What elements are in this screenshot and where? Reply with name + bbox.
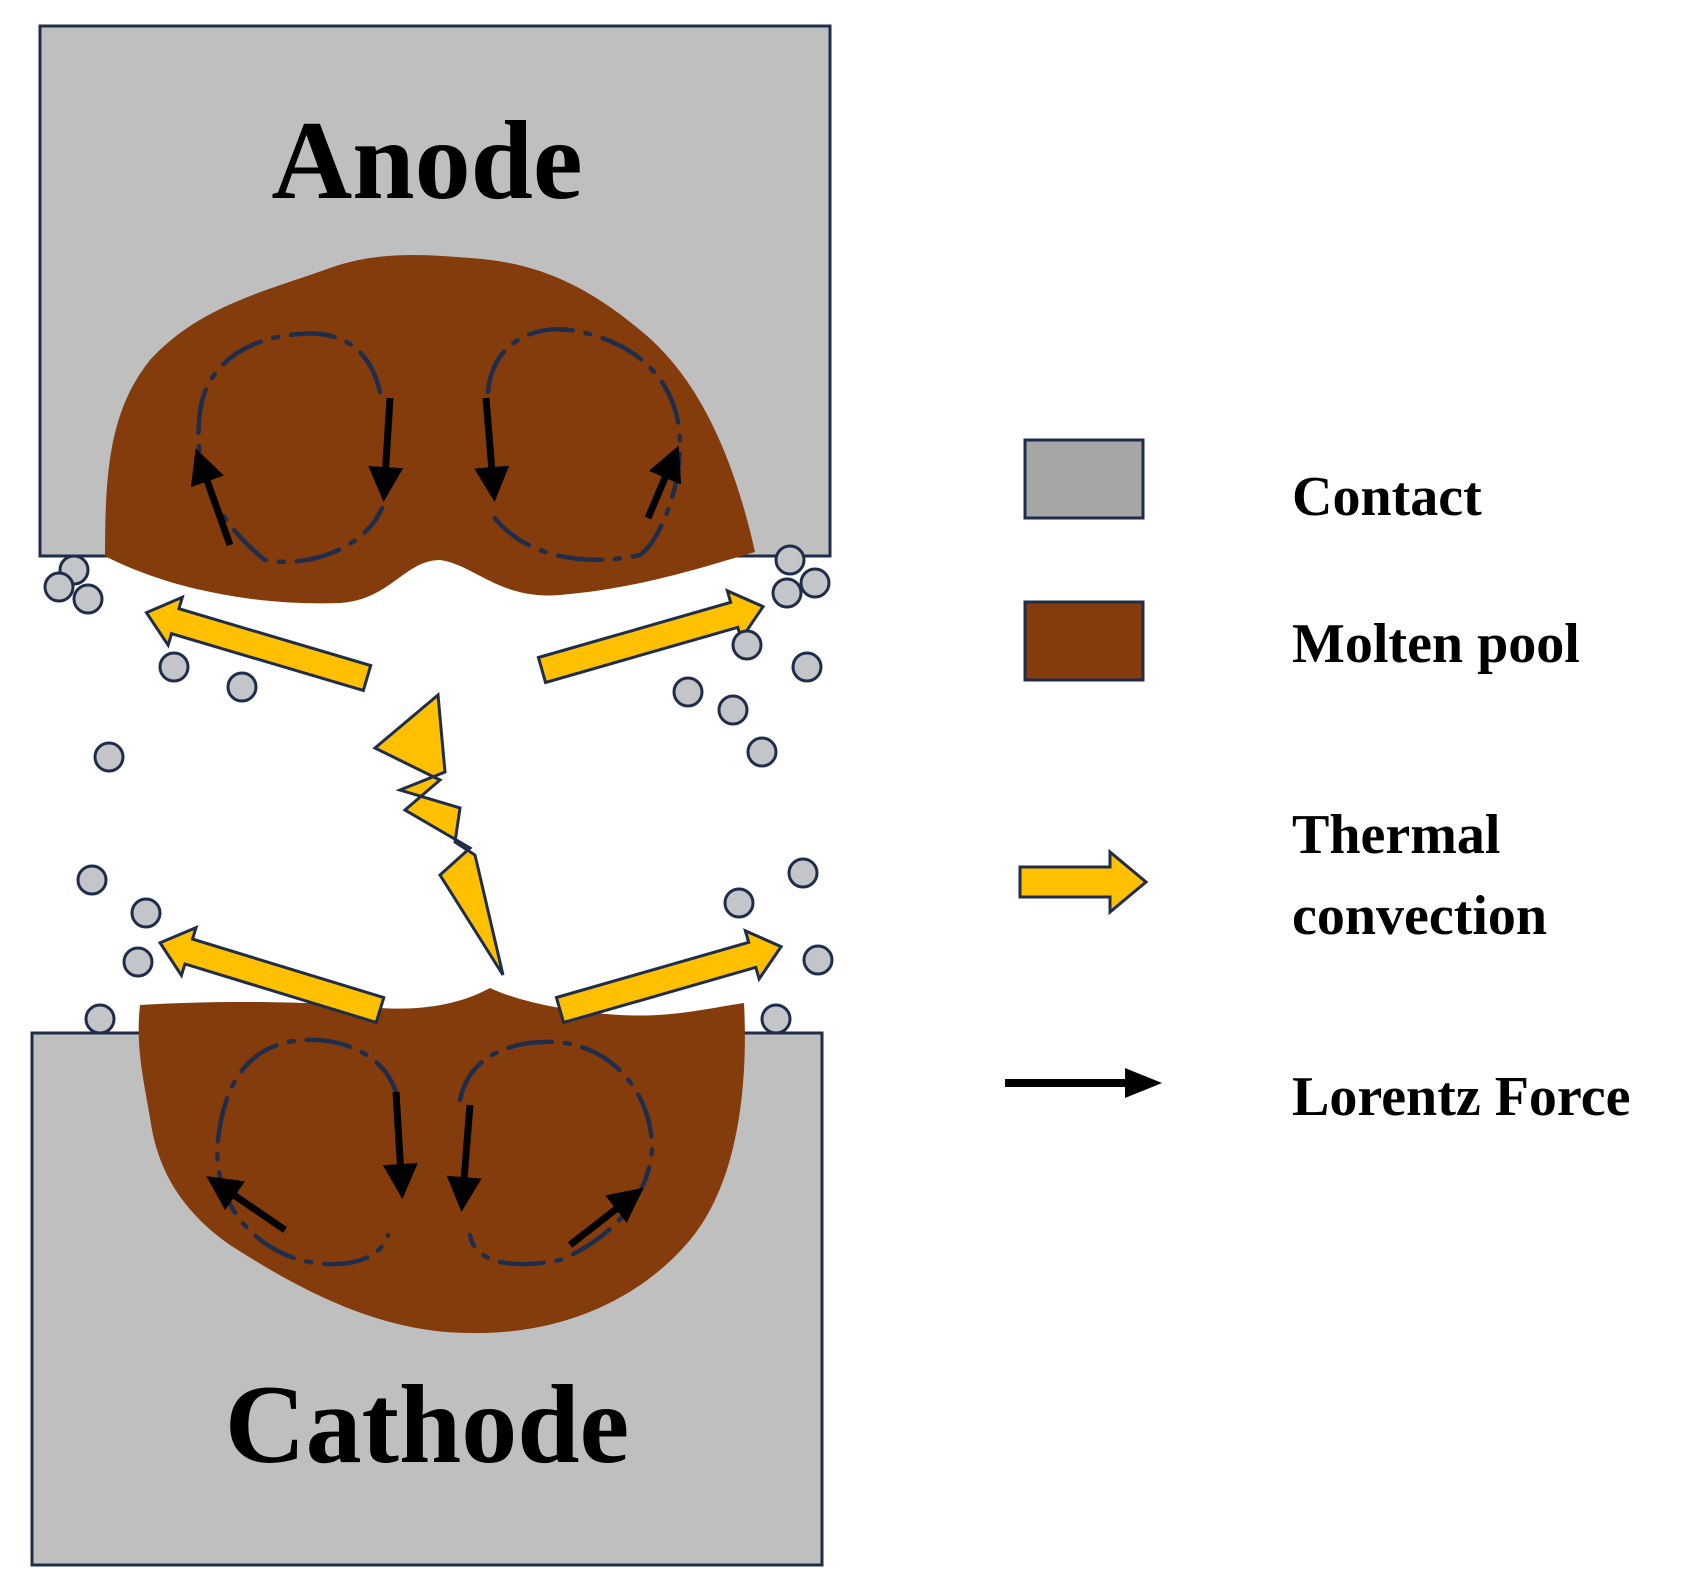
legend-molten-pool: Molten pool (1023, 600, 1580, 682)
legend-lorentz-arrowhead (1125, 1068, 1162, 1098)
cathode-lorentz-arrow-3 (206, 1176, 287, 1233)
particle (746, 736, 778, 768)
anode-molten-pool (105, 255, 755, 604)
particle (802, 944, 834, 976)
legend-thermal-label-line1: Thermal (1292, 804, 1500, 866)
anode-loop-left (196, 331, 385, 564)
anode-lorentz-arrow-4 (644, 445, 682, 520)
cathode-loop-left (215, 1037, 401, 1267)
cathode-lorentz-arrow-1 (382, 1091, 418, 1199)
particle (731, 629, 763, 661)
anode-label: Anode (271, 99, 582, 223)
legend-thermal-label-line2: convection (1292, 885, 1547, 947)
particle (672, 676, 704, 708)
thermal-arrow-lower-left (157, 924, 386, 1025)
legend-contact-label: Contact (1292, 466, 1482, 528)
particle (76, 864, 108, 896)
particle (130, 897, 162, 929)
legend: Contact Molten pool Thermal convection L… (1005, 438, 1630, 1128)
cathode-label: Cathode (225, 1363, 629, 1487)
legend-molten-pool-swatch (1023, 600, 1145, 682)
legend-thermal-convection: Thermal convection (1018, 804, 1547, 947)
particle (43, 571, 75, 603)
cathode-molten-pool (138, 988, 745, 1334)
particle (760, 1003, 792, 1035)
thermal-arrow-upper-right (536, 588, 766, 685)
anode-lorentz-arrows (190, 397, 682, 547)
particle (723, 887, 755, 919)
particle (717, 694, 749, 726)
cathode-lorentz-arrows (206, 1091, 644, 1248)
thermal-arrow-upper-left (144, 594, 373, 693)
legend-lorentz-force: Lorentz Force (1005, 1066, 1630, 1128)
legend-contact-swatch (1023, 438, 1145, 520)
particle (771, 577, 803, 609)
thermal-arrow-lower-right (554, 928, 784, 1025)
particle (93, 741, 125, 773)
anode-lorentz-arrow-1 (368, 397, 404, 502)
anode-lorentz-arrow-3 (190, 448, 234, 547)
particle (791, 651, 823, 683)
anode-lorentz-arrow-2 (474, 397, 510, 502)
arc-lightning-bolt (372, 692, 505, 976)
particle (72, 583, 104, 615)
particle (122, 946, 154, 978)
metal-particles (43, 544, 834, 1035)
thermal-convection-arrows (144, 588, 784, 1025)
legend-thermal-arrow (1018, 848, 1149, 916)
legend-lorentz-label: Lorentz Force (1292, 1066, 1630, 1128)
particle (84, 1003, 116, 1035)
particle (158, 651, 190, 683)
cathode-loop-right (457, 1039, 655, 1267)
legend-contact: Contact (1023, 438, 1482, 528)
particle (226, 671, 258, 703)
legend-molten-pool-label: Molten pool (1292, 613, 1580, 675)
anode-loop-right (485, 327, 683, 562)
cathode-lorentz-arrow-4 (567, 1187, 644, 1248)
particle (774, 544, 806, 576)
particle (799, 567, 831, 599)
cathode-lorentz-arrow-2 (446, 1104, 482, 1212)
cathode-convection-loops (215, 1037, 655, 1267)
anode-convection-loops (196, 327, 683, 564)
particle (787, 857, 819, 889)
